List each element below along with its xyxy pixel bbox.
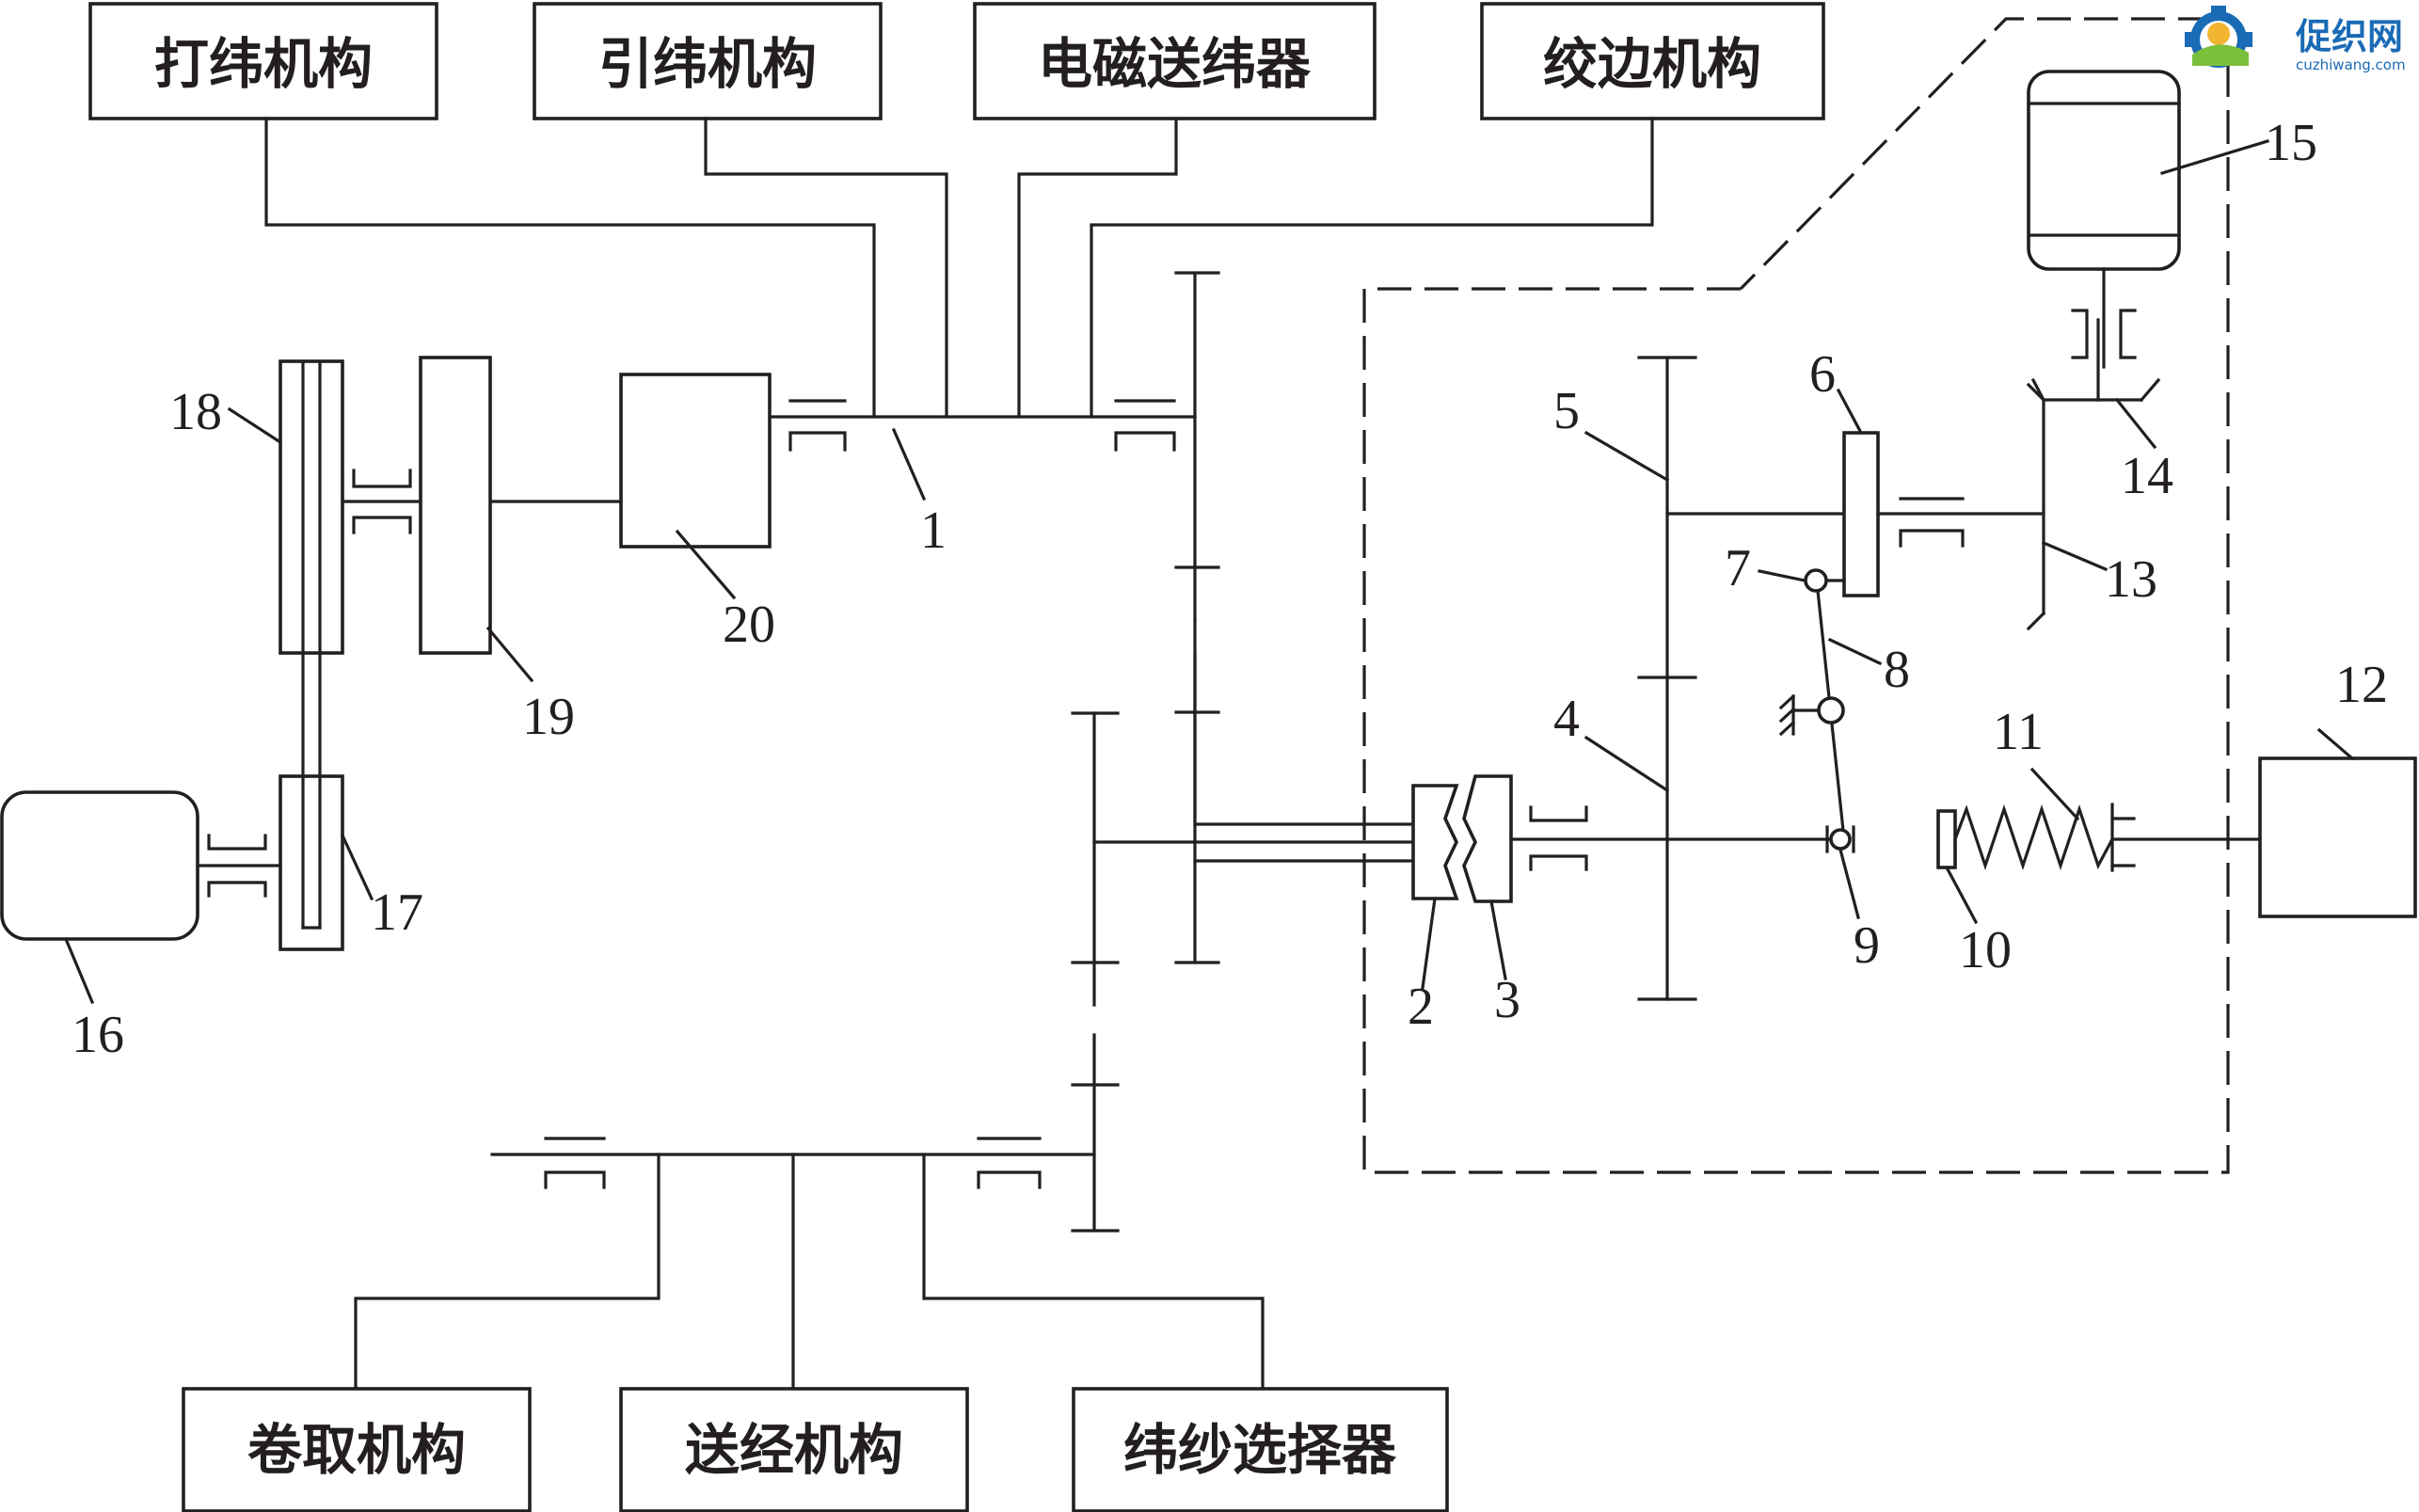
clutch-input-shafts (1092, 617, 1415, 863)
part-number-5: 5 (1553, 382, 1580, 440)
spring-11 (1952, 803, 2262, 872)
part-number-13: 13 (2105, 550, 2157, 609)
box-weft-insertion-mechanism: 引纬机构 (533, 2, 883, 120)
brake-assembly-enclosure (1362, 17, 2230, 1174)
part-number-11: 11 (1993, 703, 2044, 761)
box-weft-insertion-mechanism-label: 引纬机构 (598, 32, 817, 96)
part-number-3: 3 (1494, 971, 1520, 1029)
box-let-off-mechanism-label: 送经机构 (685, 1418, 903, 1482)
gear-logo-icon (2185, 6, 2252, 68)
bevel-gear-13-14 (2026, 318, 2161, 631)
box-take-up-mechanism: 卷取机构 (182, 1387, 532, 1512)
clutch-2-3 (1411, 774, 1513, 903)
box-selvedge-mechanism-label: 绞边机构 (1543, 32, 1761, 96)
flywheel-19 (419, 356, 492, 655)
coupling-18-19 (341, 469, 422, 534)
site-logo: 促织网 cuzhiwang.com (2185, 6, 2406, 73)
pulley-17 (279, 774, 344, 951)
part-number-18: 18 (169, 383, 222, 441)
gear-upper-right (1174, 271, 1220, 621)
lever-linkage-7-8-9 (1778, 568, 1855, 853)
site-logo-name: 促织网 (2295, 16, 2403, 57)
component-20-box (619, 373, 772, 549)
box-beating-mechanism-label: 打纬机构 (154, 32, 373, 96)
collar-10 (1936, 809, 1957, 869)
gear-middle-right (1174, 652, 1220, 964)
box-let-off-mechanism: 送经机构 (619, 1387, 969, 1512)
part-number-1: 1 (920, 501, 947, 560)
belt (301, 651, 322, 778)
component-12-box (2258, 756, 2417, 918)
part-number-2: 2 (1408, 978, 1434, 1036)
bottom-connection-lines (354, 1153, 1265, 1391)
gear-left-vertical (1071, 711, 1120, 1233)
part-number-15: 15 (2265, 114, 2317, 172)
box-weft-selector-label: 纬纱选择器 (1123, 1418, 1397, 1482)
part-number-12: 12 (2335, 656, 2388, 714)
part-number-8: 8 (1884, 641, 1910, 699)
box-take-up-mechanism-label: 卷取机构 (247, 1418, 466, 1482)
box-weft-selector: 纬纱选择器 (1072, 1387, 1449, 1512)
part-number-17: 17 (371, 883, 423, 942)
part-number-20: 20 (723, 596, 775, 654)
brake-disc-6 (1842, 431, 1880, 597)
box-beating-mechanism: 打纬机构 (88, 2, 438, 120)
gear-4-5 (1637, 356, 1697, 1001)
part-number-9: 9 (1854, 916, 1880, 975)
part-number-4: 4 (1553, 690, 1580, 748)
part-number-6: 6 (1809, 345, 1836, 404)
main-shaft (768, 399, 1197, 452)
motor-15 (2027, 70, 2181, 369)
part-numbers: 1 2 3 4 5 6 7 8 9 10 11 12 13 14 15 16 1… (72, 114, 2388, 1064)
part-number-14: 14 (2121, 447, 2173, 505)
pulley-18 (279, 359, 344, 655)
box-selvedge-mechanism: 绞边机构 (1480, 2, 1825, 120)
part-number-10: 10 (1959, 921, 2012, 979)
shaft-6-13 (1876, 497, 2045, 548)
box-electromagnetic-weft-feeder-label: 电磁送纬器 (1038, 32, 1312, 96)
motor-16 (0, 790, 282, 941)
site-logo-url: cuzhiwang.com (2296, 56, 2406, 73)
box-electromagnetic-weft-feeder: 电磁送纬器 (973, 2, 1377, 120)
right-shaft (1509, 805, 1837, 871)
part-number-7: 7 (1725, 539, 1751, 597)
leader-lines (63, 139, 2355, 1005)
part-number-19: 19 (522, 688, 575, 746)
top-connection-lines (264, 117, 1654, 419)
part-number-16: 16 (72, 1006, 124, 1064)
